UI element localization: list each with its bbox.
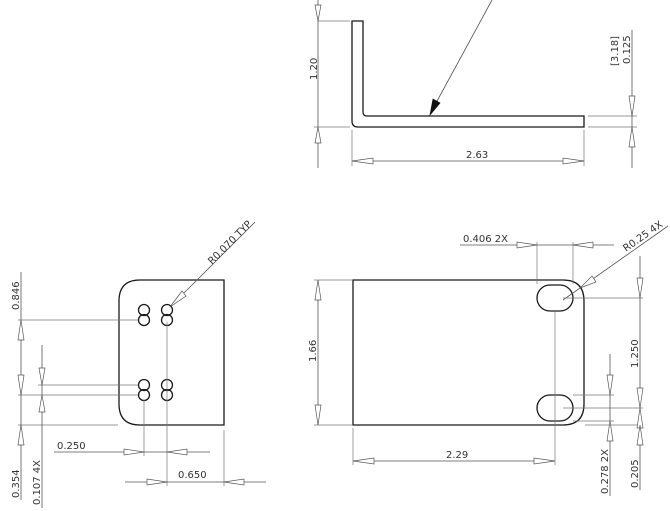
dim-thickness-0-125: 0.125 (622, 35, 633, 64)
dim-0-406-2x: 0.406 2X (463, 234, 508, 245)
dim-0-205: 0.205 (630, 459, 641, 488)
dim-0-650: 0.650 (178, 470, 207, 481)
flange-outline (118, 279, 225, 426)
dim-0-846: 0.846 (11, 281, 22, 310)
l-bracket-profile (351, 20, 585, 128)
dim-corner-radius: R0.25 4X (621, 219, 665, 254)
dim-0-354: 0.354 (11, 469, 22, 498)
leader-arrow-icon (429, 98, 441, 117)
dim-length-2-63: 2.63 (466, 150, 488, 161)
dim-thickness-mm: [3.18] (610, 36, 621, 66)
base-plate-view: 0.406 2X R0.25 4X 1.66 2.29 1.250 0.205 (308, 219, 669, 496)
dim-1-250: 1.250 (630, 339, 641, 368)
dim-0-107-4x: 0.107 4X (32, 460, 43, 505)
slot-top-left (137, 303, 151, 327)
plate-outline (352, 279, 585, 426)
side-view: 1.20 2.63 0.125 [3.18] (309, 0, 637, 168)
dim-height-1-20: 1.20 (309, 58, 320, 80)
dim-0-250: 0.250 (57, 441, 86, 452)
slot-bottom-left (137, 378, 151, 402)
dim-0-278-2x: 0.278 2X (600, 449, 611, 494)
flange-view: R0.070 TYP 0.846 0.354 0.107 4X 0.250 0.… (11, 219, 266, 508)
dim-width-1-66: 1.66 (308, 340, 319, 362)
dim-length-2-29: 2.29 (446, 450, 468, 461)
dim-slot-radius: R0.070 TYP (206, 219, 254, 267)
